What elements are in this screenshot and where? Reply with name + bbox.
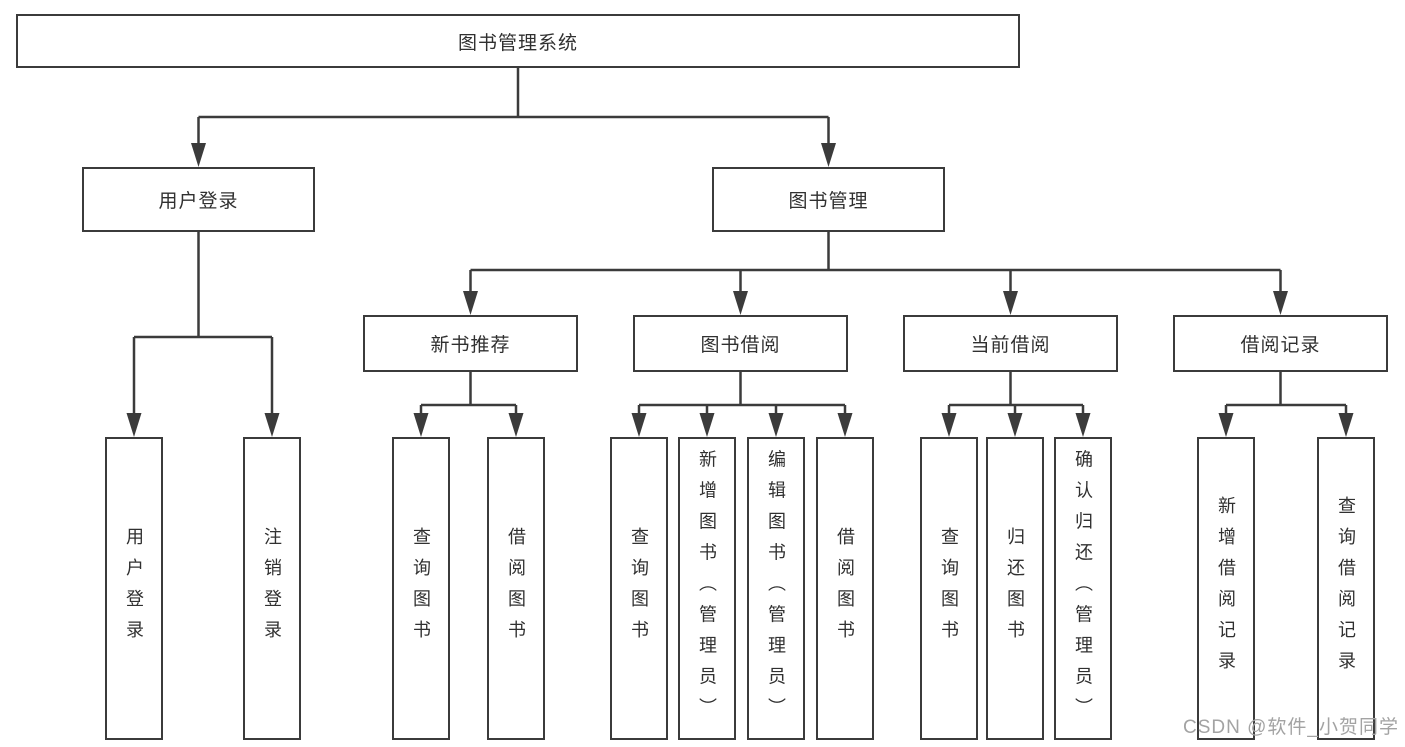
leaf-current-confirm-return-admin: 确认归还（管理员）: [1054, 437, 1112, 740]
node-label: 图书借阅: [700, 335, 781, 356]
leaf-label: 归还图书: [1005, 526, 1025, 651]
leaf-borrow-add-books-admin: 新增图书（管理员）: [678, 437, 736, 740]
leaf-recommend-borrow-books: 借阅图书: [487, 437, 545, 740]
leaf-label: 编辑图书（管理员）: [766, 449, 786, 728]
leaf-label: 借阅图书: [506, 526, 526, 651]
leaf-current-query-books: 查询图书: [920, 437, 978, 740]
leaf-label: 借阅图书: [835, 526, 855, 651]
leaf-label: 确认归还（管理员）: [1073, 449, 1093, 728]
node-new-book-recommend: 新书推荐: [363, 315, 578, 372]
leaf-user-login: 用户登录: [105, 437, 163, 740]
leaf-label: 新增图书（管理员）: [697, 449, 717, 728]
leaf-recommend-query-books: 查询图书: [392, 437, 450, 740]
leaf-records-add-borrow-record: 新增借阅记录: [1197, 437, 1255, 740]
leaf-label: 查询图书: [411, 526, 431, 651]
node-book-management: 图书管理: [712, 167, 945, 232]
node-label: 借阅记录: [1240, 335, 1321, 356]
leaf-records-query-borrow-record: 查询借阅记录: [1317, 437, 1375, 740]
leaf-label: 新增借阅记录: [1216, 495, 1236, 682]
csdn-watermark: CSDN @软件_小贺同学: [1183, 717, 1399, 738]
node-label: 新书推荐: [430, 335, 511, 356]
leaf-label: 查询图书: [629, 526, 649, 651]
leaf-label: 查询图书: [939, 526, 959, 651]
node-current-borrowing: 当前借阅: [903, 315, 1118, 372]
leaf-label: 用户登录: [124, 526, 144, 651]
node-book-borrowing: 图书借阅: [633, 315, 848, 372]
node-label: 图书管理系统: [457, 32, 578, 54]
leaf-borrow-query-books: 查询图书: [610, 437, 668, 740]
leaf-borrow-borrow-books: 借阅图书: [816, 437, 874, 740]
node-label: 当前借阅: [970, 335, 1051, 356]
leaf-label: 注销登录: [262, 526, 282, 651]
leaf-borrow-edit-books-admin: 编辑图书（管理员）: [747, 437, 805, 740]
node-label: 图书管理: [788, 191, 869, 212]
node-label: 用户登录: [158, 191, 239, 212]
leaf-current-return-books: 归还图书: [986, 437, 1044, 740]
node-borrowing-records: 借阅记录: [1173, 315, 1388, 372]
leaf-logout: 注销登录: [243, 437, 301, 740]
node-user-login: 用户登录: [82, 167, 315, 232]
leaf-label: 查询借阅记录: [1336, 495, 1356, 682]
node-library-management-system: 图书管理系统: [16, 14, 1020, 68]
